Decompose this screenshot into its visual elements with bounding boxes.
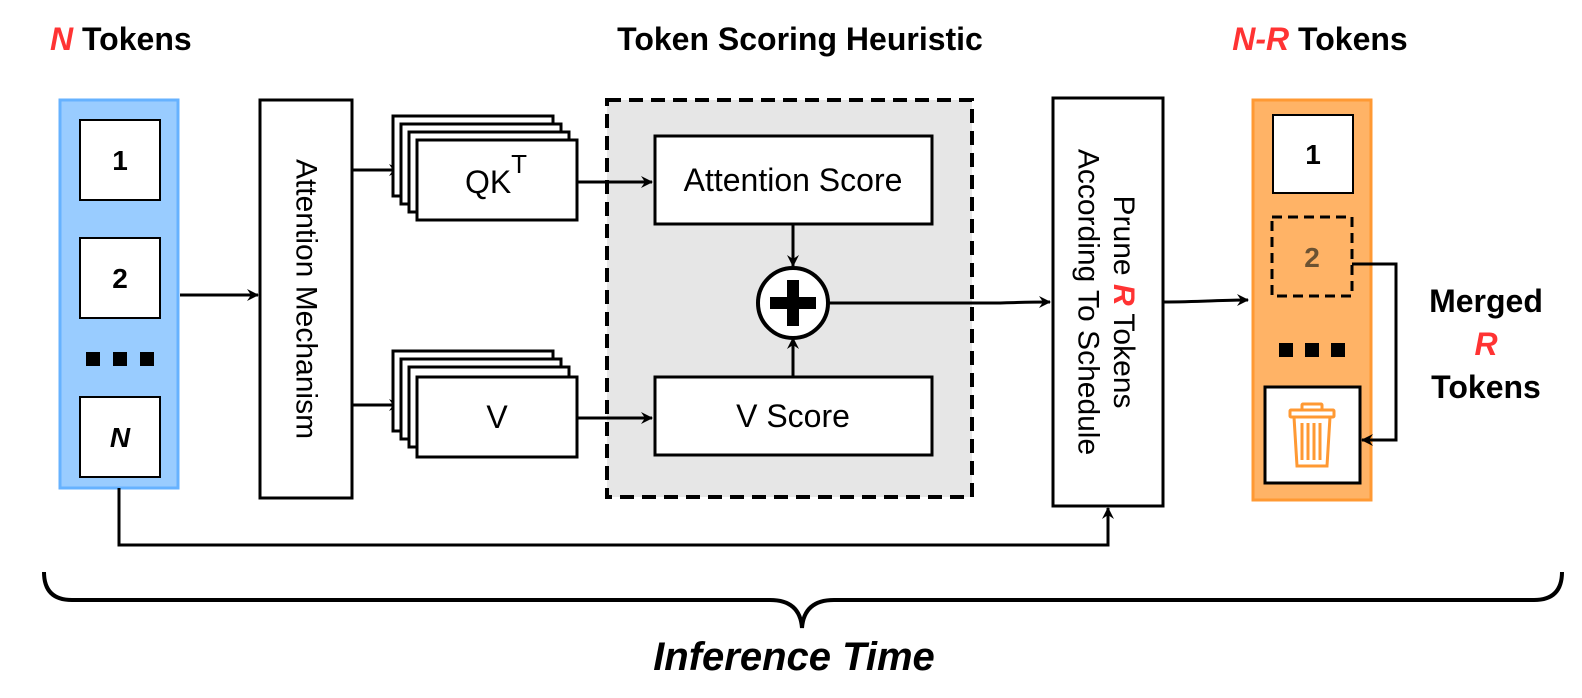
- inference-time-label: Inference Time: [653, 635, 935, 679]
- output-token-1: [1272, 114, 1354, 194]
- merged-line-2: R: [1474, 326, 1497, 362]
- arrow-merge-to-trash: [1352, 262, 1398, 446]
- attention-score-box: [653, 134, 934, 226]
- heuristic-title: Token Scoring Heuristic: [617, 21, 983, 57]
- input-token-n: [79, 396, 161, 478]
- output-token-1-label: 1: [1305, 139, 1321, 170]
- input-token-n-label: N: [110, 422, 131, 453]
- output-token-2-merged: [1270, 215, 1354, 298]
- attention-mechanism-label: Attention Mechanism: [290, 159, 323, 439]
- v-label: V: [486, 399, 508, 435]
- svg-text:According To Schedule: According To Schedule: [1072, 149, 1105, 455]
- merged-line-3: Tokens: [1431, 369, 1541, 405]
- v-stack: [391, 349, 579, 459]
- input-token-2: [79, 237, 161, 319]
- v-score-box: [653, 375, 934, 457]
- attention-score-label: Attention Score: [684, 162, 903, 198]
- merged-line-1: Merged: [1429, 283, 1543, 319]
- qk-stack: [391, 114, 579, 222]
- trash-icon: [1288, 402, 1336, 468]
- input-token-1: [79, 119, 161, 201]
- svg-text:Prune R Tokens: Prune R Tokens: [1108, 196, 1141, 409]
- plus-icon: [770, 280, 816, 326]
- output-token-2-label: 2: [1304, 242, 1320, 273]
- prune-label: Prune R Tokens According To Schedule: [1072, 149, 1141, 455]
- qk-label: QKT: [465, 149, 527, 200]
- output-ellipsis: [1279, 343, 1345, 357]
- arrow-bypass-to-prune: [117, 488, 1114, 547]
- input-ellipsis: [86, 352, 154, 366]
- arrow-prune-to-output: [1162, 294, 1249, 307]
- arrow-sum-to-prune: [828, 296, 1051, 309]
- inference-time-brace: [42, 571, 1564, 629]
- prune-box: [1051, 96, 1165, 508]
- attention-mechanism-box: [258, 98, 354, 500]
- output-tokens-header: N-R Tokens: [1232, 21, 1407, 57]
- input-tokens-header: N Tokens: [50, 21, 192, 57]
- input-token-2-label: 2: [112, 263, 128, 294]
- v-score-label: V Score: [736, 398, 850, 434]
- input-token-1-label: 1: [112, 145, 128, 176]
